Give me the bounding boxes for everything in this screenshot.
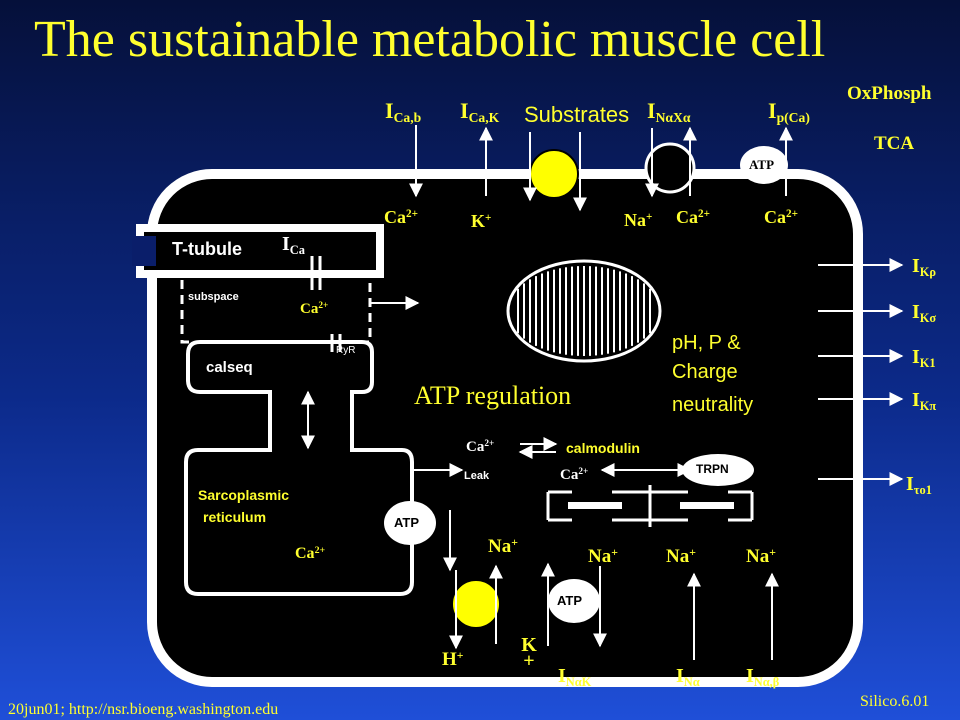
ito1-label: Iτo1: [906, 473, 932, 497]
bottom-ion-na-4: Na+: [746, 545, 776, 567]
ik-pi-label: IKπ: [912, 389, 937, 413]
troponin: [682, 454, 754, 486]
sarcoplasmic-reticulum: [184, 340, 414, 596]
mitochondrion: [506, 259, 662, 363]
top-ion-ca-1: Ca2+: [384, 207, 418, 227]
subspace-ca-label: Ca2+: [300, 300, 329, 317]
cell-body: [147, 169, 863, 687]
k-channel-5: K+: [791, 461, 807, 499]
top-ion-ca-3: Ca2+: [764, 207, 798, 227]
ik1-label: IK1: [912, 346, 936, 370]
naca-exchanger: [644, 142, 696, 194]
k-channel-2: K+: [791, 293, 807, 331]
inak-label: INαK: [558, 665, 592, 689]
ph-label-line1: pH, P &: [672, 332, 741, 354]
serca-pump: [384, 501, 436, 545]
substrates-label: Substrates: [524, 102, 630, 127]
ik-rho-label: IKρ: [912, 255, 937, 279]
bottom-ion-na-1: Na+: [488, 535, 518, 557]
ph-label-line2: Charge: [672, 361, 738, 383]
bottom-k-ion: K+: [521, 634, 537, 672]
k-channel-4: K+: [791, 381, 807, 419]
ip-ca-label: Ip(Ca): [768, 98, 810, 126]
leak-label: Leak: [464, 470, 490, 482]
na-k-pump: [548, 579, 600, 623]
footer-source: 20jun01; http://nsr.bioeng.washington.ed…: [8, 701, 279, 718]
t-tubule-opening: [132, 236, 156, 266]
serca-atp-label: ATP: [394, 515, 420, 530]
leak-ca-label: Ca2+: [466, 438, 495, 455]
sr-label-line1: Sarcoplasmic: [198, 487, 290, 503]
tca-label: TCA: [874, 133, 915, 154]
na-h-exchanger: [451, 579, 501, 629]
bottom-ion-h: H+: [442, 648, 464, 670]
ca-pump-atp-label: ATP: [749, 157, 775, 172]
substrate-transporter: [529, 149, 579, 199]
calmodulin-label: calmodulin: [566, 440, 640, 456]
top-ion-ca-2: Ca2+: [676, 207, 710, 227]
calseq-label: calseq: [206, 359, 253, 376]
inab-label: INα,β: [746, 665, 780, 689]
trpn-label: TRPN: [696, 462, 729, 476]
sarcomere: [546, 485, 754, 527]
ica-k-label: ICa,K: [460, 98, 500, 126]
atp-regulation-label: ATP regulation: [414, 381, 572, 410]
nak-atp-label: ATP: [557, 593, 583, 608]
t-tubule-label: T-tubule: [172, 239, 242, 259]
k-channel-1: K+: [791, 249, 807, 287]
ph-label-line3: neutrality: [672, 394, 754, 416]
ica-b-label: ICa,b: [385, 98, 422, 126]
subspace-label: subspace: [188, 291, 239, 303]
ina-label: INα: [676, 665, 700, 689]
bottom-ion-na-2: Na+: [588, 545, 618, 567]
ik-sigma-label: IKσ: [912, 301, 937, 325]
oxphos-label: OxPhosph: [847, 83, 932, 104]
sr-ca-label: Ca2+: [295, 544, 326, 562]
sr-label-line2: reticulum: [203, 509, 267, 525]
inaxa-label: INαXα: [647, 98, 691, 126]
ryr-label: RyR: [336, 345, 356, 356]
trpn-ca-label: Ca2+: [560, 466, 589, 483]
footer-version: Silico.6.01: [860, 693, 930, 710]
k-channel-3: K+: [791, 338, 807, 376]
page-title: The sustainable metabolic muscle cell: [34, 11, 826, 68]
bottom-ion-na-3: Na+: [666, 545, 696, 567]
ica-label: ICa: [282, 233, 305, 257]
top-ion-k: K+: [471, 211, 492, 231]
top-ion-na: Na+: [624, 210, 653, 230]
ca-pump-atp: [740, 146, 788, 184]
